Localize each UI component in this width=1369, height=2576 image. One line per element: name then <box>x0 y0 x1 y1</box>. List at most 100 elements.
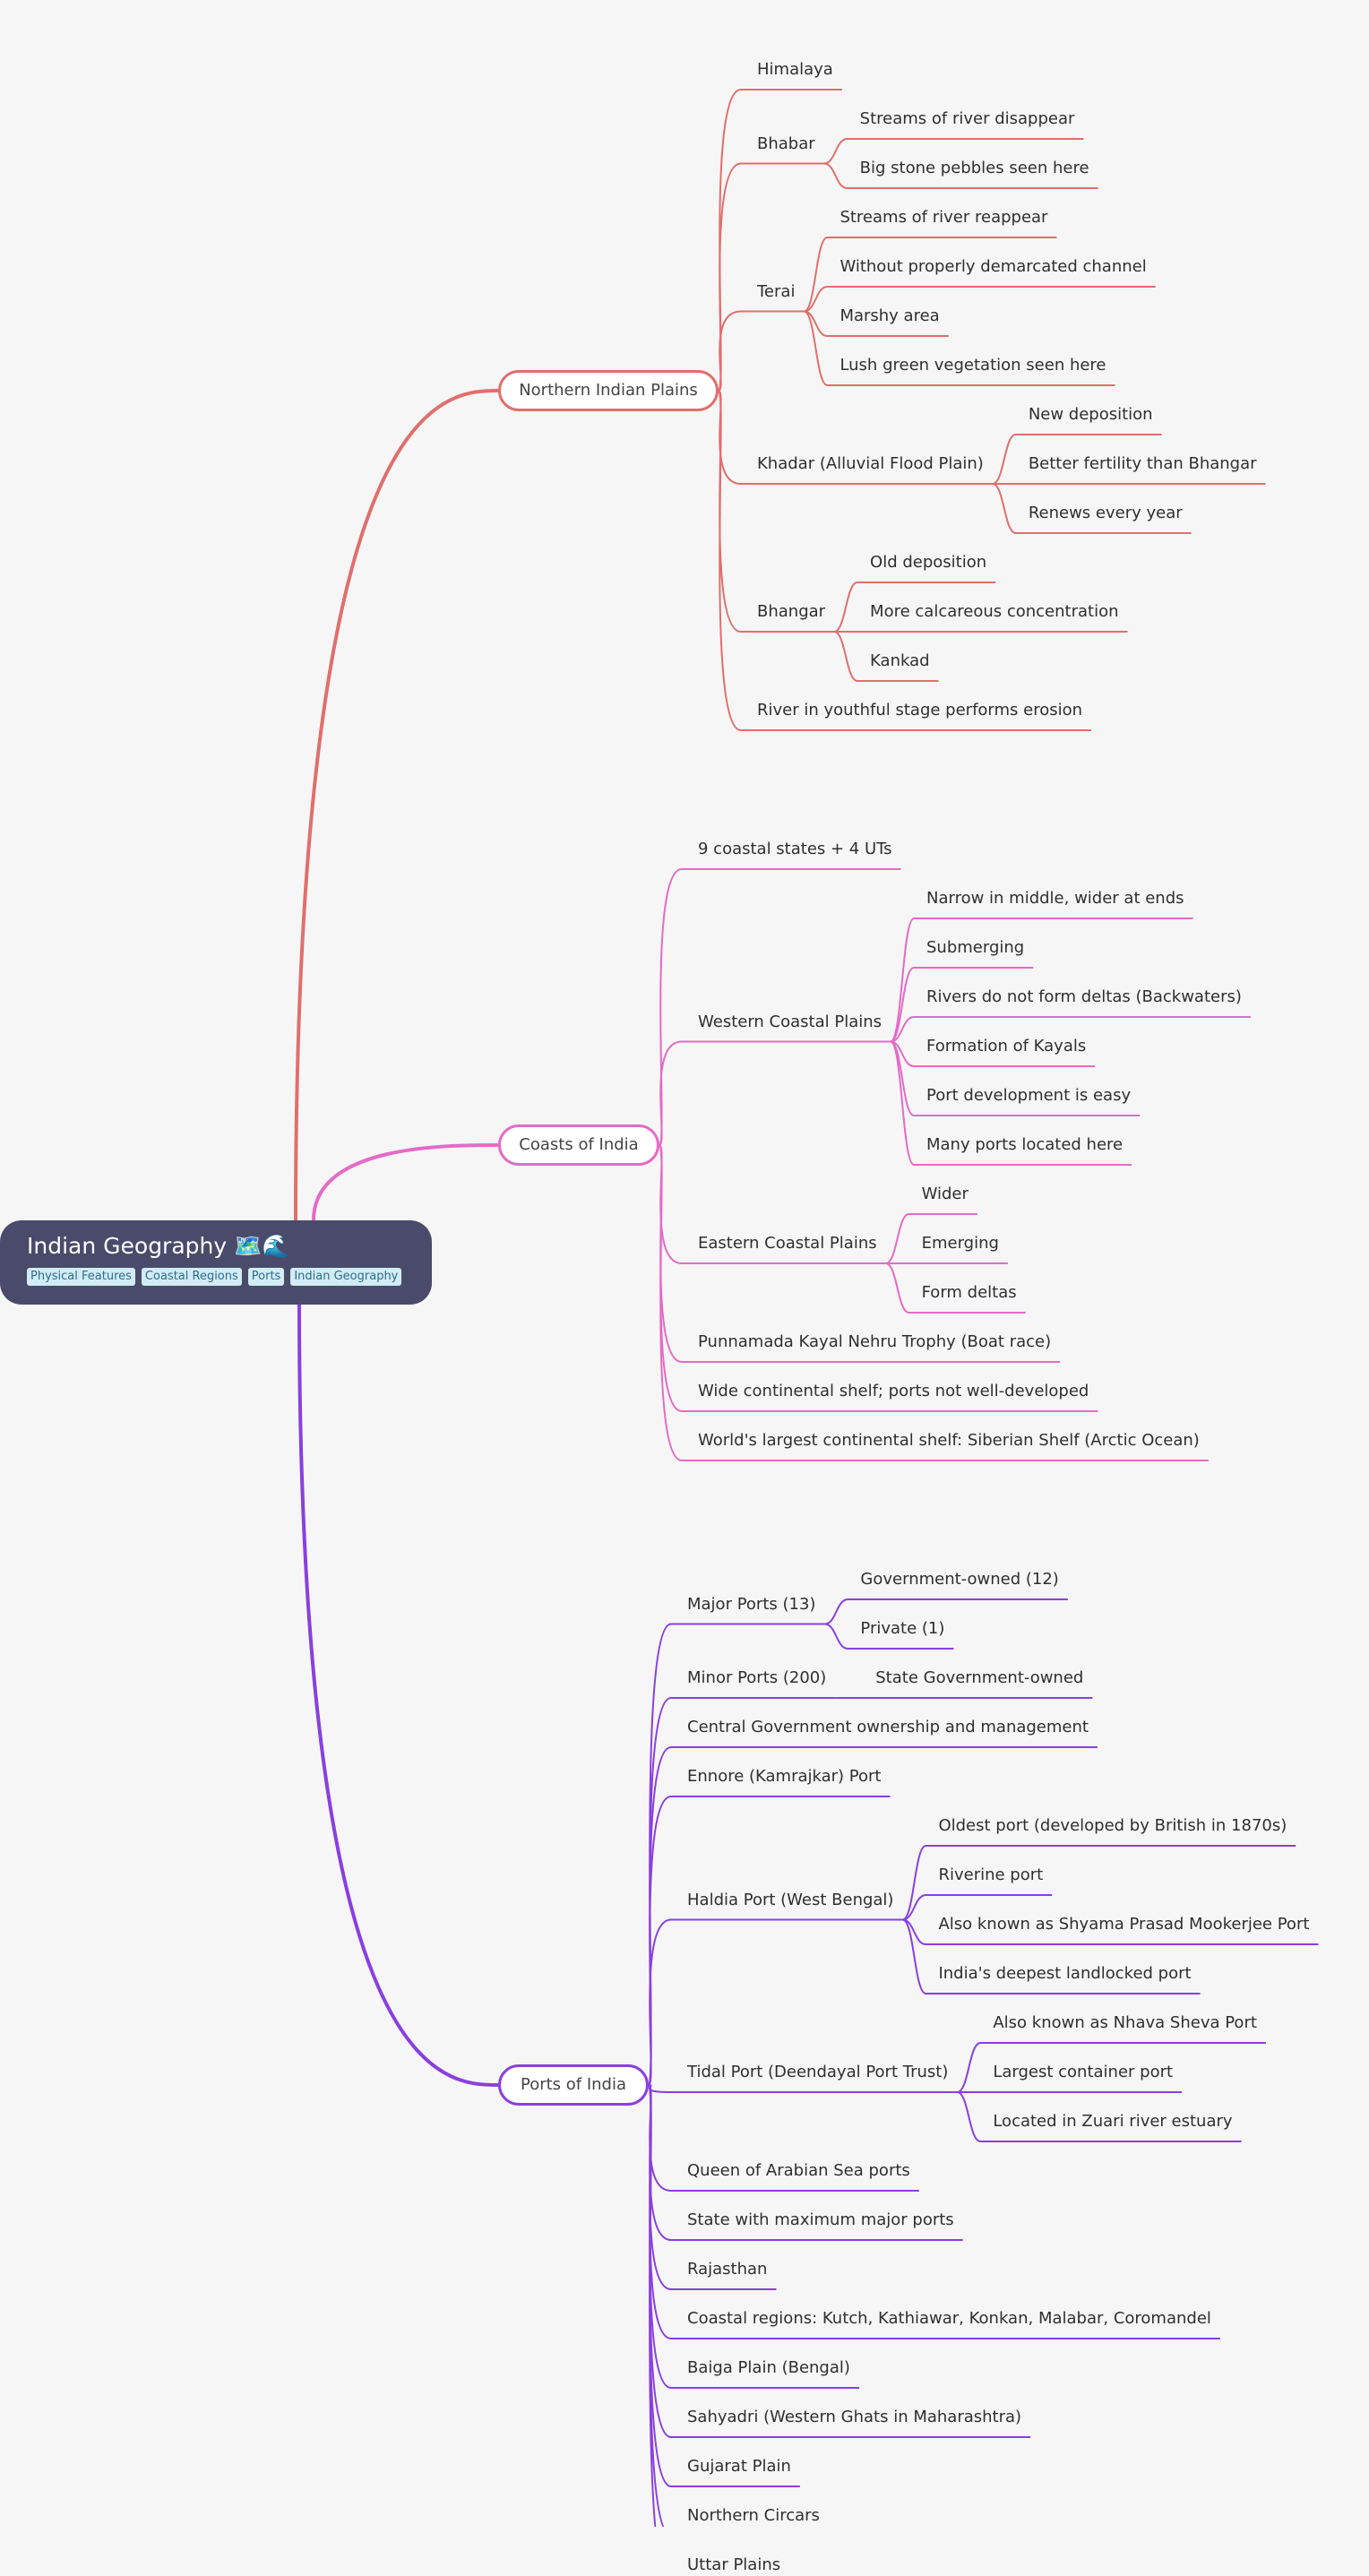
topic-wide-continental-shelf-ports-not-well-de[interactable]: Wide continental shelf; ports not well-d… <box>698 1382 1089 1400</box>
link-lush-green-vegetation-seen-here <box>803 310 1115 386</box>
link-rivers-do-not-form-deltas-backwaters <box>890 1016 1251 1043</box>
link-wide-continental-shelf-ports-not-well-de <box>659 1144 683 1412</box>
subtopic-private-1[interactable]: Private (1) <box>860 1619 945 1638</box>
topic-gujarat-plain[interactable]: Gujarat Plain <box>687 2457 791 2476</box>
topic-bhangar[interactable]: Bhangar <box>757 602 826 621</box>
link-old-deposition <box>833 582 996 633</box>
link-kankad <box>833 631 939 682</box>
link-private-1 <box>824 1623 954 1650</box>
topic-baiga-plain-bengal[interactable]: Baiga Plain (Bengal) <box>687 2358 850 2377</box>
subtopic-new-deposition[interactable]: New deposition <box>1028 405 1153 424</box>
topic-minor-ports-200[interactable]: Minor Ports (200) <box>687 1668 827 1687</box>
link-rajasthan <box>648 2084 672 2290</box>
tag-indian-geography[interactable]: Indian Geography <box>290 1268 402 1286</box>
link-submerging <box>890 967 1034 1043</box>
subtopic-renews-every-year[interactable]: Renews every year <box>1028 504 1183 522</box>
link-root-coasts-of-india <box>312 1143 499 1221</box>
link-root-ports-of-india <box>297 1304 499 2087</box>
subtopic-form-deltas[interactable]: Form deltas <box>921 1283 1017 1302</box>
link-new-deposition <box>992 434 1162 485</box>
link-riverine-port <box>902 1894 1053 1921</box>
subtopic-india-s-deepest-landlocked-port[interactable]: India's deepest landlocked port <box>938 1964 1192 1983</box>
link-tidal-port-deendayal-port-trust <box>648 2084 672 2093</box>
link-streams-of-river-reappear <box>803 237 1057 313</box>
subtopic-oldest-port-developed-by-british-in-1870[interactable]: Oldest port (developed by British in 187… <box>938 1816 1287 1835</box>
branch-ports-of-india[interactable]: Ports of India <box>498 2064 649 2106</box>
topic-central-government-ownership-and-managem[interactable]: Central Government ownership and managem… <box>687 1718 1089 1736</box>
link-located-in-zuari-river-estuary <box>956 2091 1242 2142</box>
root-title: Indian Geography 🗺️🌊 <box>27 1233 290 1259</box>
link-narrow-in-middle-wider-at-ends <box>890 918 1193 1043</box>
tag-ports[interactable]: Ports <box>247 1268 285 1286</box>
subtopic-state-government-owned[interactable]: State Government-owned <box>875 1668 1084 1687</box>
branch-northern-indian-plains[interactable]: Northern Indian Plains <box>498 370 719 411</box>
topic-haldia-port-west-bengal[interactable]: Haldia Port (West Bengal) <box>687 1890 894 1909</box>
topic-ennore-kamrajkar-port[interactable]: Ennore (Kamrajkar) Port <box>687 1767 882 1786</box>
link-queen-of-arabian-sea-ports <box>648 2084 672 2192</box>
topic-coastal-regions-kutch-kathiawar-konkan-m[interactable]: Coastal regions: Kutch, Kathiawar, Konka… <box>687 2309 1211 2328</box>
subtopic-lush-green-vegetation-seen-here[interactable]: Lush green vegetation seen here <box>839 356 1106 375</box>
subtopic-more-calcareous-concentration[interactable]: More calcareous concentration <box>870 602 1119 621</box>
subtopic-streams-of-river-reappear[interactable]: Streams of river reappear <box>839 208 1048 227</box>
topic-queen-of-arabian-sea-ports[interactable]: Queen of Arabian Sea ports <box>687 2161 910 2180</box>
topic-western-coastal-plains[interactable]: Western Coastal Plains <box>698 1012 883 1031</box>
subtopic-submerging[interactable]: Submerging <box>926 938 1025 957</box>
link-root-northern-indian-plains <box>294 389 499 1221</box>
subtopic-streams-of-river-disappear[interactable]: Streams of river disappear <box>859 109 1075 128</box>
topic-river-in-youthful-stage-performs-erosion[interactable]: River in youthful stage performs erosion <box>757 701 1083 719</box>
link-government-owned-12 <box>824 1598 1068 1625</box>
link-form-deltas <box>885 1262 1026 1314</box>
subtopic-also-known-as-nhava-sheva-port[interactable]: Also known as Nhava Sheva Port <box>993 2013 1257 2032</box>
link-western-coastal-plains <box>659 1040 683 1146</box>
tag-physical-features[interactable]: Physical Features <box>27 1268 135 1286</box>
link-punnamada-kayal-nehru-trophy-boat-race <box>659 1144 683 1363</box>
subtopic-rivers-do-not-form-deltas-backwaters[interactable]: Rivers do not form deltas (Backwaters) <box>926 987 1242 1006</box>
link-also-known-as-nhava-sheva-port <box>956 2042 1266 2093</box>
topic-rajasthan[interactable]: Rajasthan <box>687 2260 768 2279</box>
link-india-s-deepest-landlocked-port <box>901 1918 1201 1994</box>
topic-northern-circars[interactable]: Northern Circars <box>687 2506 820 2525</box>
topic-9-coastal-states-4-uts[interactable]: 9 coastal states + 4 UTs <box>698 840 892 858</box>
topic-uttar-plains[interactable]: Uttar Plains <box>687 2555 781 2574</box>
subtopic-largest-container-port[interactable]: Largest container port <box>993 2063 1174 2081</box>
link-coastal-regions-kutch-kathiawar-konkan-m <box>648 2084 672 2339</box>
subtopic-riverine-port[interactable]: Riverine port <box>938 1865 1044 1884</box>
topic-sahyadri-western-ghats-in-maharashtra[interactable]: Sahyadri (Western Ghats in Maharashtra) <box>687 2408 1022 2426</box>
tag-coastal-regions[interactable]: Coastal Regions <box>141 1268 242 1286</box>
topic-bhabar[interactable]: Bhabar <box>757 134 815 153</box>
subtopic-marshy-area[interactable]: Marshy area <box>839 306 940 325</box>
subtopic-better-fertility-than-bhangar[interactable]: Better fertility than Bhangar <box>1028 454 1257 473</box>
topic-himalaya[interactable]: Himalaya <box>757 60 833 79</box>
subtopic-formation-of-kayals[interactable]: Formation of Kayals <box>926 1037 1087 1055</box>
topic-tidal-port-deendayal-port-trust[interactable]: Tidal Port (Deendayal Port Trust) <box>687 2063 949 2081</box>
subtopic-located-in-zuari-river-estuary[interactable]: Located in Zuari river estuary <box>993 2112 1233 2131</box>
link-haldia-port-west-bengal <box>648 1918 672 2086</box>
subtopic-old-deposition[interactable]: Old deposition <box>870 553 987 572</box>
subtopic-many-ports-located-here[interactable]: Many ports located here <box>926 1135 1124 1154</box>
subtopic-narrow-in-middle-wider-at-ends[interactable]: Narrow in middle, wider at ends <box>926 889 1184 908</box>
topic-eastern-coastal-plains[interactable]: Eastern Coastal Plains <box>698 1234 877 1253</box>
subtopic-kankad[interactable]: Kankad <box>870 651 930 670</box>
topic-major-ports-13[interactable]: Major Ports (13) <box>687 1594 816 1614</box>
topic-world-s-largest-continental-shelf-siberi[interactable]: World's largest continental shelf: Siber… <box>698 1431 1200 1450</box>
link-minor-ports-200 <box>648 1697 672 2086</box>
subtopic-wider[interactable]: Wider <box>921 1185 969 1203</box>
link-khadar-alluvial-flood-plain <box>718 390 742 485</box>
root-topic[interactable]: Indian Geography 🗺️🌊 Physical Features C… <box>0 1220 432 1305</box>
link-terai <box>718 310 742 392</box>
link-world-s-largest-continental-shelf-siberi <box>659 1144 683 1461</box>
topic-punnamada-kayal-nehru-trophy-boat-race[interactable]: Punnamada Kayal Nehru Trophy (Boat race) <box>698 1332 1052 1351</box>
subtopic-without-properly-demarcated-channel[interactable]: Without properly demarcated channel <box>839 257 1147 276</box>
subtopic-government-owned-12[interactable]: Government-owned (12) <box>860 1570 1059 1589</box>
subtopic-port-development-is-easy[interactable]: Port development is easy <box>926 1086 1132 1105</box>
subtopic-emerging[interactable]: Emerging <box>921 1234 999 1253</box>
topic-state-with-maximum-major-ports[interactable]: State with maximum major ports <box>687 2210 954 2229</box>
branch-coasts-of-india[interactable]: Coasts of India <box>498 1124 659 1166</box>
subtopic-big-stone-pebbles-seen-here[interactable]: Big stone pebbles seen here <box>859 159 1089 177</box>
topic-khadar-alluvial-flood-plain[interactable]: Khadar (Alluvial Flood Plain) <box>757 454 984 473</box>
link-bhangar <box>718 390 742 633</box>
link-many-ports-located-here <box>890 1040 1132 1166</box>
link-9-coastal-states-4-uts <box>659 868 683 1146</box>
subtopic-also-known-as-shyama-prasad-mookerjee-po[interactable]: Also known as Shyama Prasad Mookerjee Po… <box>938 1915 1310 1934</box>
topic-terai[interactable]: Terai <box>757 281 796 301</box>
